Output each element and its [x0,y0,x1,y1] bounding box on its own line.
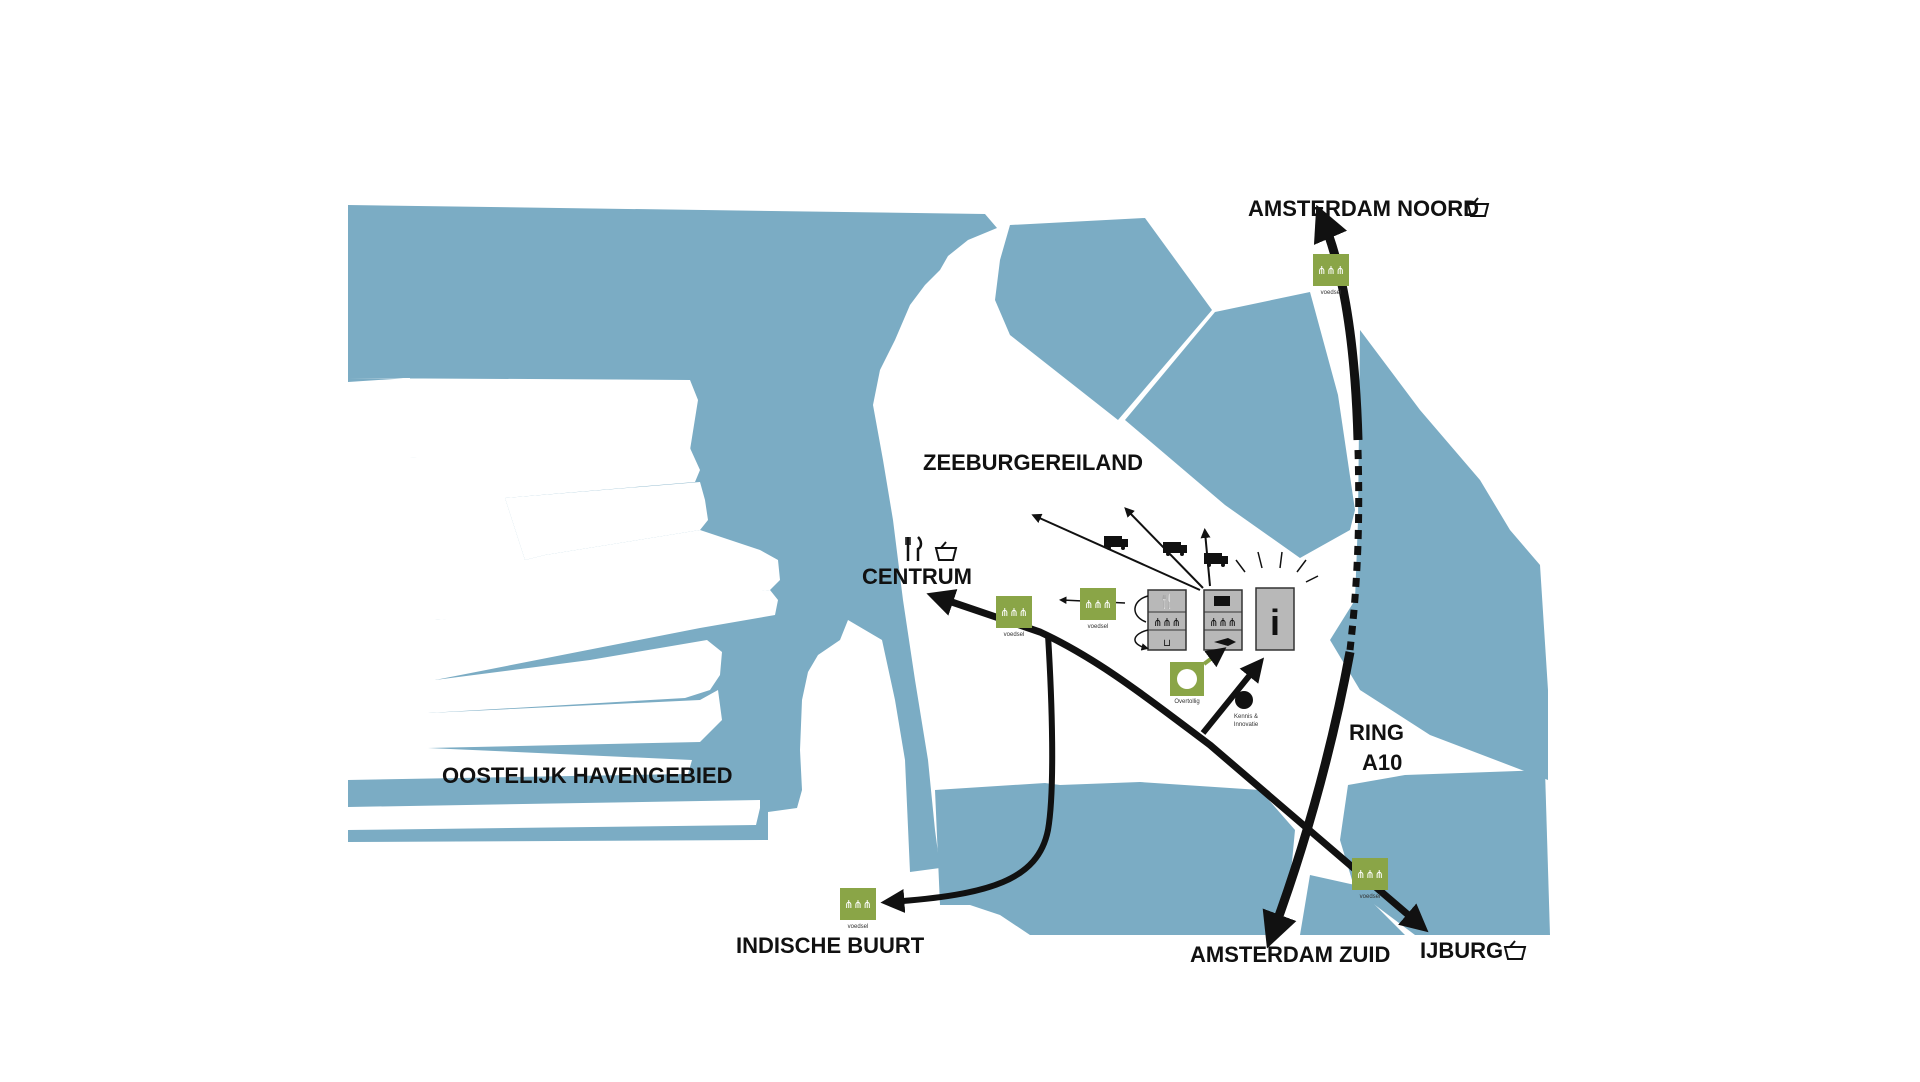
label-amsterdam-zuid: AMSTERDAM ZUID [1190,942,1390,967]
label-centrum: CENTRUM [862,564,972,589]
label-indische-buurt: INDISCHE BUURT [736,933,925,958]
route-ring-a10-tunnel [1346,449,1363,651]
info-point: i [1235,551,1319,651]
svg-text:⋔⋔⋔: ⋔⋔⋔ [1209,617,1237,629]
kennis-badge: Kennis & Innovatie [1234,691,1259,728]
voedsel-badge-facility: ⋔⋔⋔ voedsel [1080,588,1116,630]
truck-icon [1163,542,1187,556]
facility-cycle-arrows [1134,595,1148,648]
route-centrum-ijburg [926,589,1429,933]
label-a10: A10 [1362,750,1402,775]
svg-text:Overtollig: Overtollig [1174,699,1199,705]
land-pier-2 [505,482,708,560]
svg-text:voedsel: voedsel [848,924,869,930]
voedsel-badge-centrum: ⋔⋔⋔ voedsel [996,596,1032,638]
basket-icon [1503,940,1527,960]
svg-text:⋔⋔⋔: ⋔⋔⋔ [1153,617,1181,629]
svg-text:voedsel: voedsel [1321,290,1342,296]
truck-icon [1104,536,1128,550]
label-ijburg: IJBURG [1420,938,1503,963]
svg-text:⋔⋔⋔: ⋔⋔⋔ [1000,607,1028,619]
svg-text:⋔⋔⋔: ⋔⋔⋔ [1317,265,1345,277]
svg-text:⋔⋔⋔: ⋔⋔⋔ [1356,869,1384,881]
basket-icon: ⊔ [1163,638,1171,649]
water-far-east [1330,330,1548,780]
basket-icon [934,541,958,561]
truck-icon [1204,553,1228,567]
land-pier-4 [428,690,722,748]
overtollig-badge: Overtollig [1170,647,1227,705]
water-ij-harbour [348,205,997,872]
facility-building-right: ⋔⋔⋔ [1203,589,1243,651]
label-zeeburgereiland: ZEEBURGEREILAND [923,450,1143,475]
water-east-channel [1125,292,1355,558]
water-northeast [995,218,1212,420]
cutlery-icon: 🍴 [1158,593,1175,610]
svg-text:voedsel: voedsel [1088,624,1109,630]
voedsel-badge-noord: ⋔⋔⋔ voedsel [1313,254,1349,296]
svg-text:voedsel: voedsel [1360,894,1381,900]
facility: 🍴 ⋔⋔⋔ ⊔ ⋔⋔⋔ i Overtollig [1134,551,1319,728]
route-ring-a10-north [1313,204,1363,441]
svg-text:Kennis &: Kennis & [1234,714,1258,720]
cutlery-icon [905,536,923,561]
info-icon: i [1270,602,1280,643]
place-labels: AMSTERDAM NOORD ZEEBURGEREILAND CENTRUM … [442,196,1527,967]
route-indische-buurt [880,634,1056,913]
distribution-arrow-1 [1031,513,1201,591]
voedsel-badges: ⋔⋔⋔ voedsel ⋔⋔⋔ voedsel ⋔⋔⋔ voedsel ⋔⋔⋔ … [840,254,1388,930]
svg-text:voedsel: voedsel [1004,632,1025,638]
label-oostelijk-havengebied: OOSTELIJK HAVENGEBIED [442,763,733,788]
svg-text:Innovatie: Innovatie [1234,722,1259,728]
svg-text:⋔⋔⋔: ⋔⋔⋔ [844,899,872,911]
voedsel-badge-ijburg: ⋔⋔⋔ voedsel [1352,858,1388,900]
basket-icon [1466,197,1490,217]
water-south-central [935,782,1295,935]
voedsel-badge-indische: ⋔⋔⋔ voedsel [840,888,876,930]
facility-building-left: 🍴 ⋔⋔⋔ ⊔ [1147,589,1187,651]
land-pier-1 [348,378,698,458]
brain-icon [1235,691,1253,709]
route-to-info [1200,657,1265,735]
label-ring: RING [1349,720,1404,745]
svg-text:⋔⋔⋔: ⋔⋔⋔ [1084,599,1112,611]
land-pier-3 [435,590,778,680]
label-amsterdam-noord: AMSTERDAM NOORD [1248,196,1479,221]
truck-icons [1104,536,1228,567]
